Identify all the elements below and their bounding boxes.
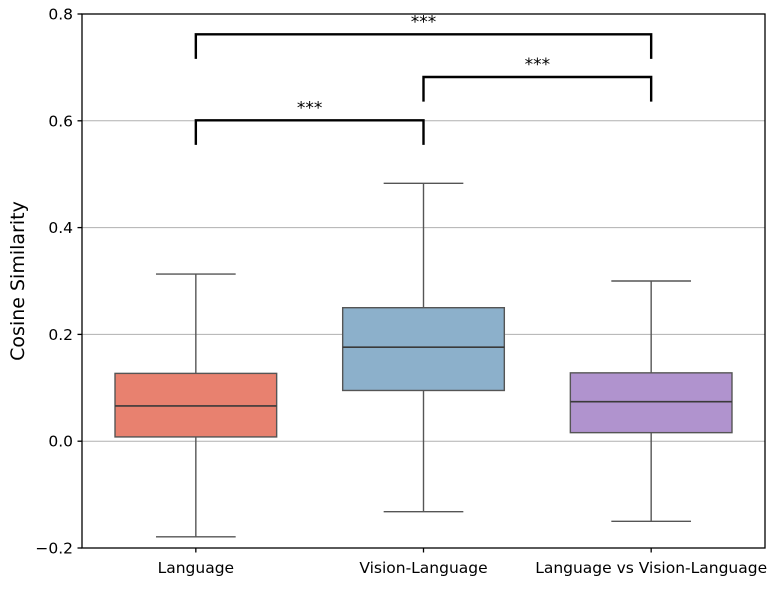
box-iqr — [569, 372, 733, 434]
significance-bracket: *** — [194, 12, 653, 59]
box-plot-1 — [114, 273, 278, 538]
bracket-path — [194, 33, 653, 59]
x-axis-tick-labels: Language Vision-Language Language vs Visio… — [158, 559, 768, 577]
box-plot-3 — [569, 280, 733, 522]
y-axis-tick-labels: −0.2 0.0 0.2 0.4 0.6 0.8 — [35, 6, 73, 558]
y-tick-label: 0.8 — [48, 6, 73, 24]
significance-annotations: *** *** *** — [194, 12, 653, 145]
x-tick-label: Vision-Language — [359, 559, 487, 577]
significance-stars: *** — [411, 12, 437, 32]
significance-stars: *** — [297, 98, 323, 118]
bracket-path — [194, 119, 425, 145]
y-tick-label: 0.6 — [48, 112, 73, 130]
y-tick-label: 0.4 — [48, 219, 73, 237]
y-tick-label: −0.2 — [35, 540, 73, 558]
x-tick-label: Language vs Vision-Language — [535, 559, 767, 577]
significance-bracket: *** — [194, 98, 425, 145]
y-axis-title: Cosine Similarity — [7, 201, 29, 361]
y-axis-title-text: Cosine Similarity — [7, 201, 29, 361]
x-axis-ticks — [195, 548, 652, 553]
y-tick-label: 0.2 — [48, 326, 73, 344]
box-plots — [114, 182, 733, 538]
box-iqr — [341, 307, 506, 392]
significance-stars: *** — [525, 55, 551, 75]
bracket-path — [422, 75, 653, 102]
y-tick-label: 0.0 — [48, 433, 73, 451]
y-axis-ticks — [77, 13, 82, 549]
box-plot-2 — [341, 182, 506, 513]
x-tick-label: Language — [158, 559, 235, 577]
box-iqr — [114, 372, 278, 438]
significance-bracket: *** — [422, 55, 653, 102]
